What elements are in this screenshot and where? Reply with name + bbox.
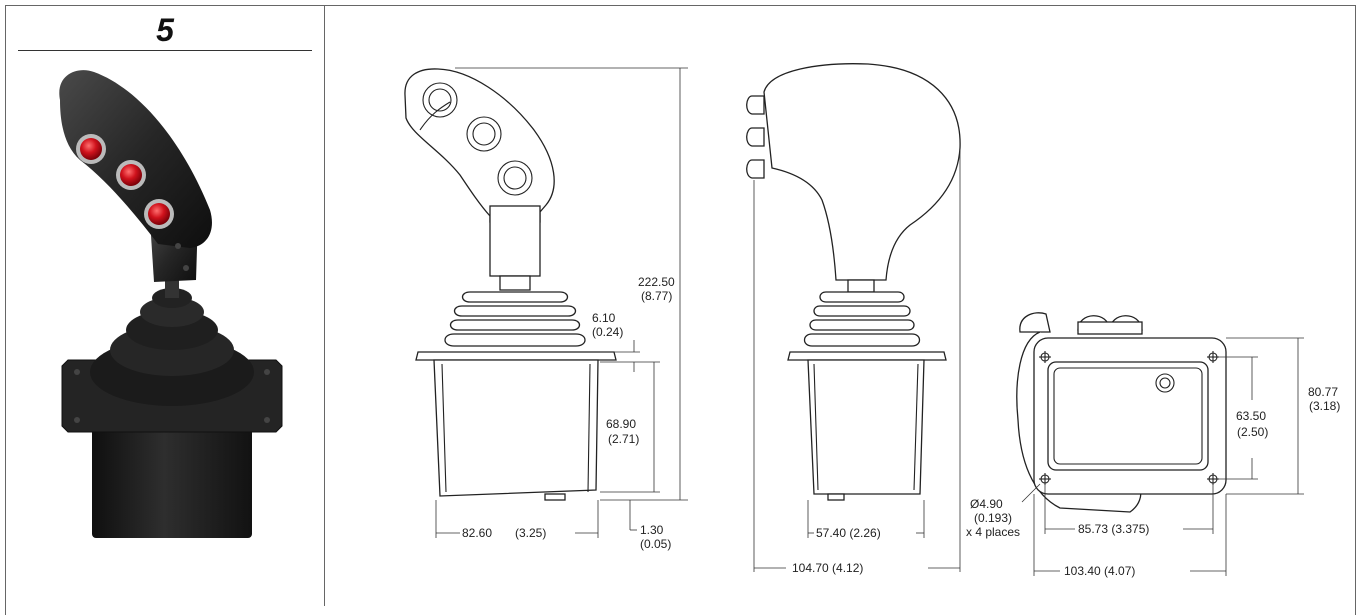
- drawing-frame: [5, 5, 1356, 615]
- dim-body-width-side: 57.40 (2.26): [816, 526, 881, 540]
- front-flange: [415, 351, 617, 361]
- dim-flange-thickness-in: (0.24): [592, 325, 623, 339]
- photo-screw-icon: [74, 369, 80, 375]
- joystick-photo: [59, 70, 283, 538]
- front-view: [404, 68, 617, 501]
- dim-bottom-offset-mm: 1.30: [640, 523, 664, 537]
- front-body: [433, 359, 599, 497]
- dim-flange-thickness-mm: 6.10: [592, 311, 616, 325]
- side-body: [807, 359, 925, 495]
- dim-body-depth-in: (2.71): [608, 432, 639, 446]
- photo-screw-icon: [74, 417, 80, 423]
- photo-grip: [59, 70, 212, 248]
- side-flange: [787, 351, 947, 361]
- photo-screw-icon: [264, 417, 270, 423]
- dim-flange-height-top-mm: 80.77: [1308, 385, 1338, 399]
- dim-mounting-hole-dia: Ø4.90: [970, 497, 1003, 511]
- dim-mounting-hole-in: (0.193): [974, 511, 1012, 525]
- side-grip: [763, 63, 961, 281]
- dim-hole-spacing-horizontal: 85.73 (3.375): [1078, 522, 1149, 536]
- side-view: [746, 63, 961, 501]
- dim-hole-spacing-vertical-in: (2.50): [1237, 425, 1268, 439]
- front-dimensions: 222.50 (8.77) 6.10 (0.24) 68.90 (2.71) 8…: [435, 67, 688, 551]
- dim-mounting-hole-qty: x 4 places: [966, 525, 1020, 539]
- dim-hole-spacing-vertical-mm: 63.50: [1236, 409, 1266, 423]
- front-boot: [461, 291, 569, 303]
- front-grip: [404, 68, 555, 223]
- panel-divider: [324, 5, 325, 606]
- dim-body-width-front: 82.60: [462, 526, 492, 540]
- dim-flange-width-top: 103.40 (4.07): [1064, 564, 1135, 578]
- top-view: [1016, 312, 1227, 513]
- dim-flange-height-top-in: (3.18): [1309, 399, 1340, 413]
- photo-red-button-1: [80, 138, 102, 160]
- photo-screw-icon: [264, 369, 270, 375]
- dim-overall-height-mm: 222.50: [638, 275, 675, 289]
- panel-number: 5: [156, 12, 174, 48]
- front-grip-tube: [489, 205, 541, 277]
- dim-body-width-front-in: (3.25): [515, 526, 546, 540]
- side-boot: [819, 291, 905, 303]
- dim-flange-width-side: 104.70 (4.12): [792, 561, 863, 575]
- side-dimensions: 57.40 (2.26) 104.70 (4.12): [753, 150, 961, 575]
- panel-number-rule: [18, 50, 312, 51]
- top-dimensions: 80.77 (3.18) 63.50 (2.50) 85.73 (3.375) …: [966, 337, 1340, 578]
- photo-base-body: [92, 408, 252, 538]
- photo-red-button-2: [120, 164, 142, 186]
- dim-overall-height-in: (8.77): [641, 289, 672, 303]
- dim-body-depth-mm: 68.90: [606, 417, 636, 431]
- dim-bottom-offset-in: (0.05): [640, 537, 671, 551]
- photo-red-button-3: [148, 203, 170, 225]
